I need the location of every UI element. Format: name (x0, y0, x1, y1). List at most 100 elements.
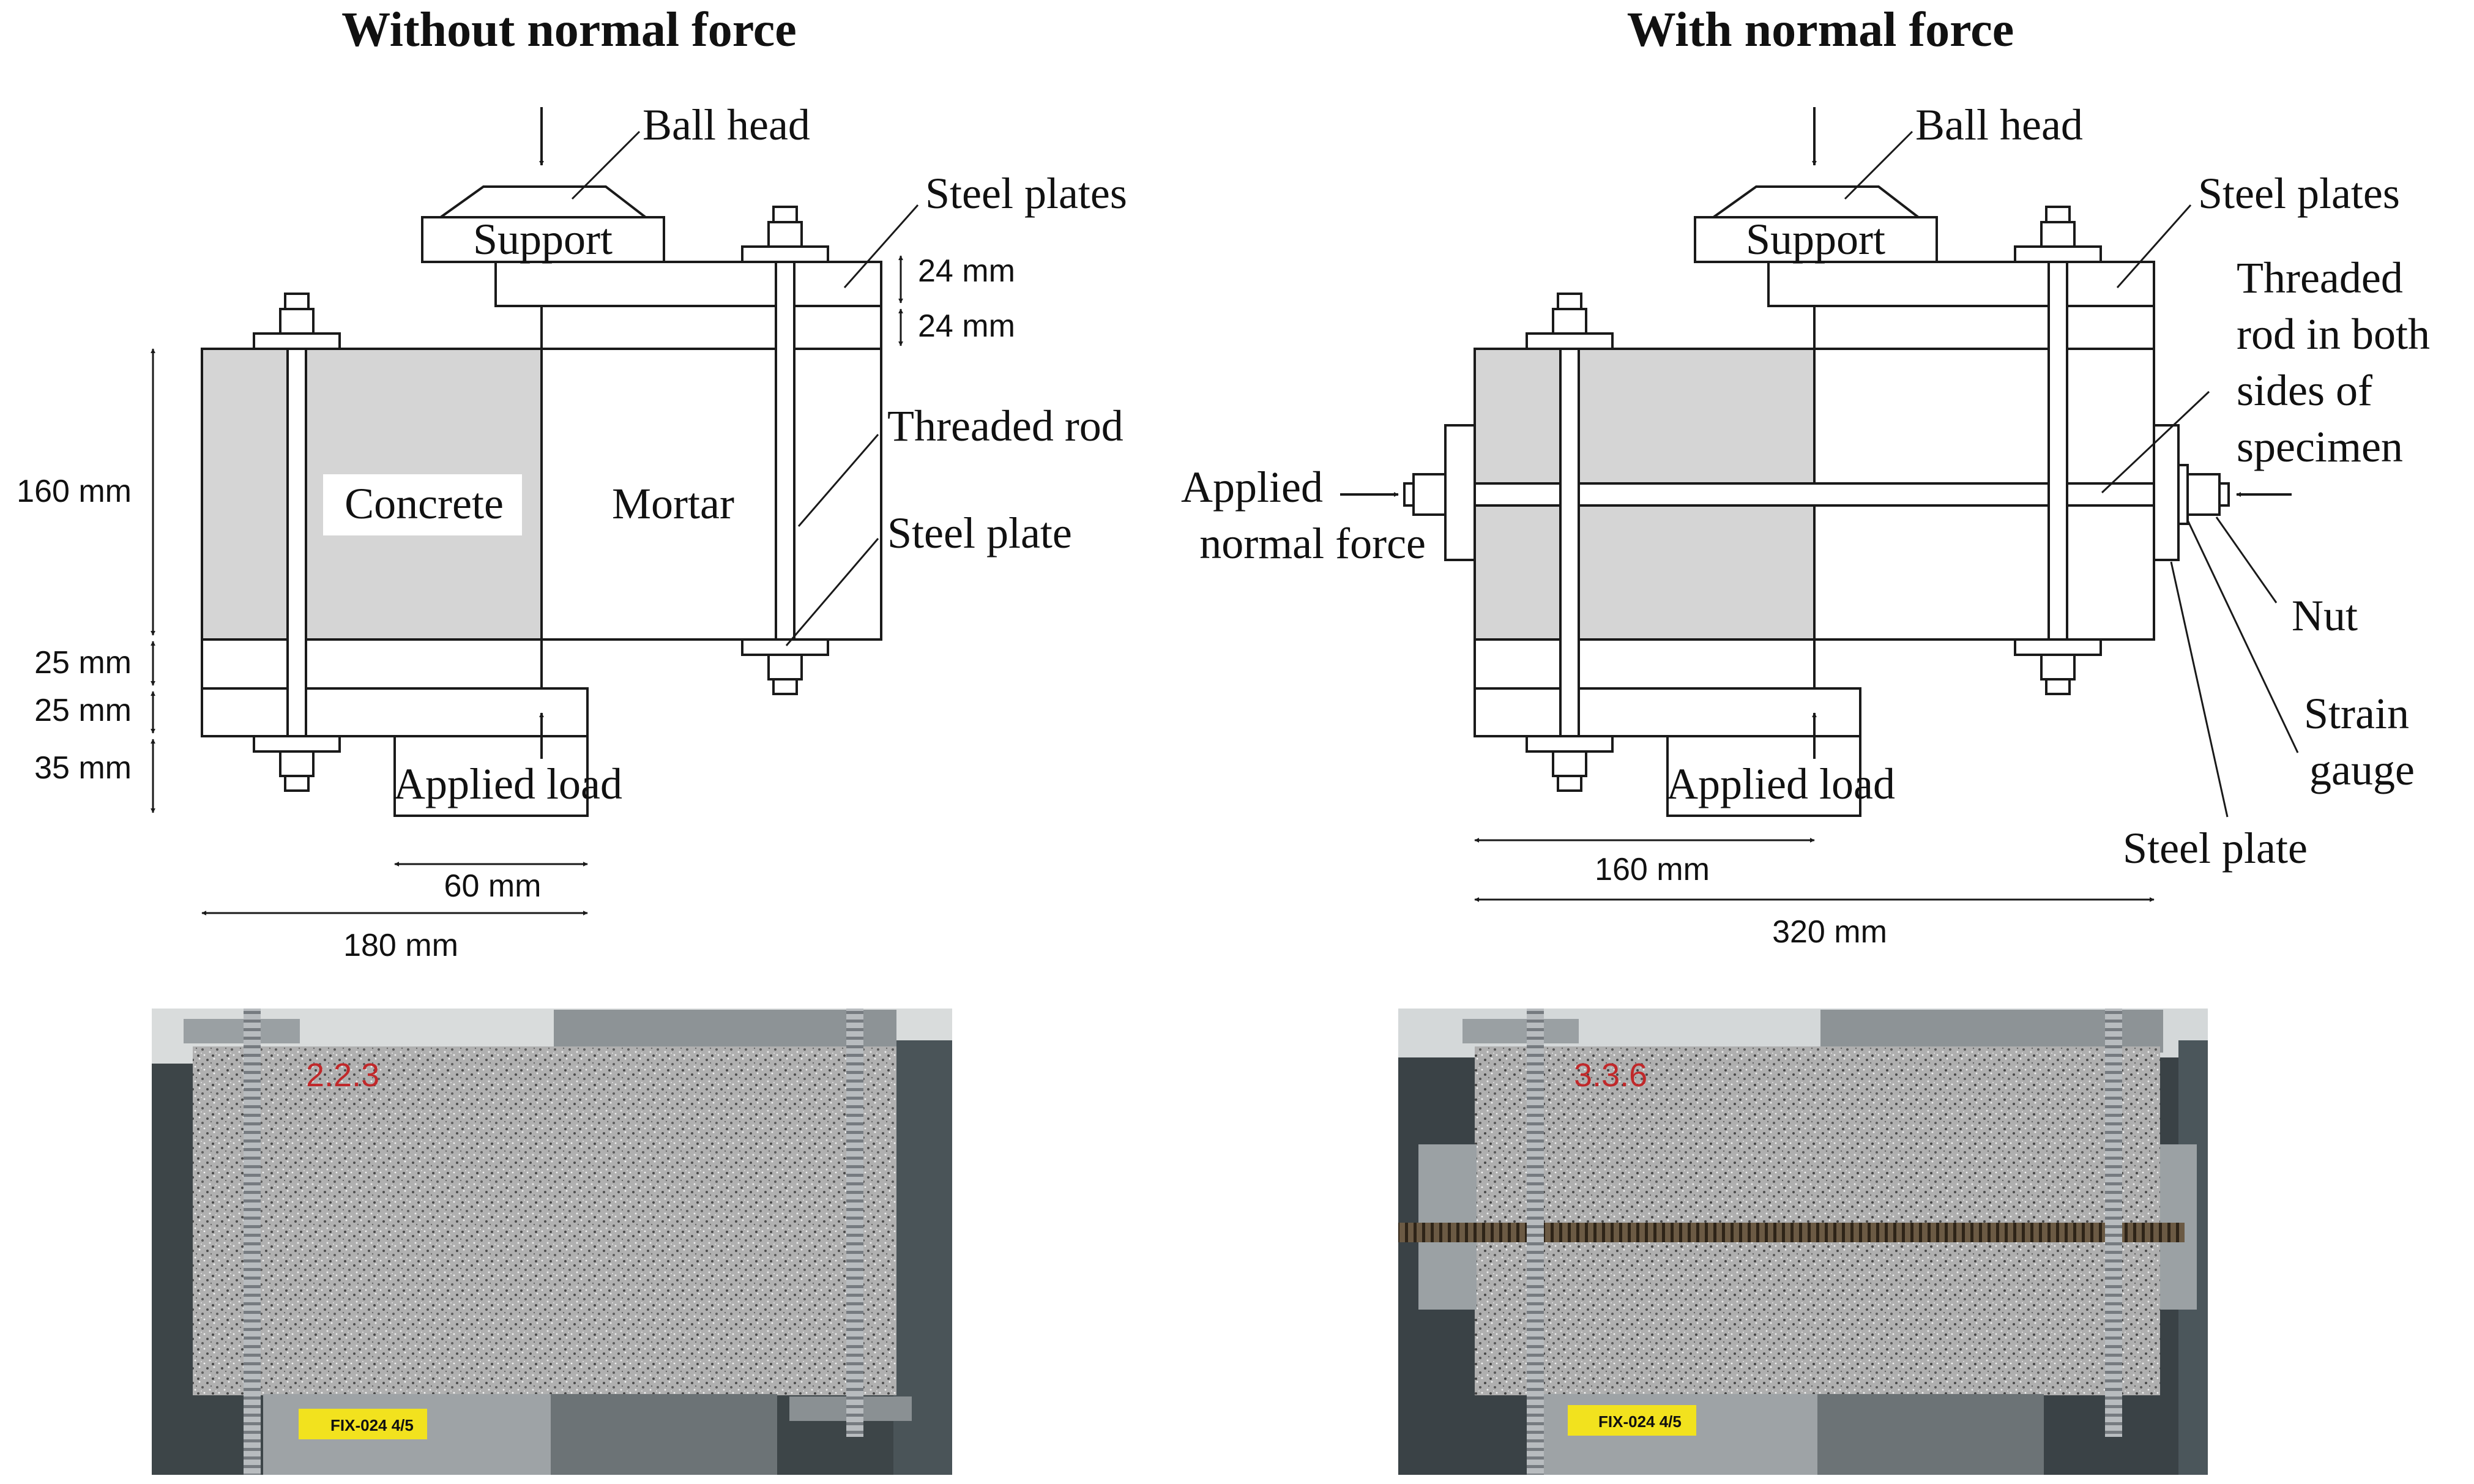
photo-top-plate (554, 1010, 896, 1053)
nut (2186, 473, 2221, 516)
dim-label-180mm: 180 mm (343, 928, 458, 963)
top-steel-plate-upper (494, 261, 882, 307)
label-steel-plates: Steel plates (2198, 169, 2400, 218)
nut-left-top-cap (284, 293, 310, 310)
leader-ball-head (1844, 130, 1913, 200)
side-plate-left (1444, 424, 1476, 561)
photo-rod-right (2105, 1009, 2122, 1437)
panel-with-normal-force: With normal force (1181, 3, 2441, 950)
label-ball-head: Ball head (1915, 100, 2083, 149)
photo-specimen-shade (1475, 1046, 2160, 1395)
dim-label-24mm-b: 24 mm (918, 308, 1015, 344)
label-concrete: Concrete (345, 479, 504, 528)
photo-rod-left (1527, 1009, 1544, 1475)
nut-left-bottom (1552, 750, 1587, 777)
leader-steel-plates (2116, 204, 2192, 288)
photo-specimen-shade (193, 1046, 896, 1395)
concrete-label-bg (323, 474, 522, 535)
threaded-rod-right (775, 237, 795, 662)
washer-right-top (741, 245, 829, 263)
label-steel-plate: Steel plate (2123, 824, 2308, 873)
photo-without-normal-force: FIX-024 4/5 2.2.3 (152, 1009, 952, 1475)
side-plate-right (2153, 424, 2180, 561)
nut-right-bottom-cap (2045, 678, 2071, 695)
threaded-rod-right (2047, 237, 2068, 662)
nut-left-bottom-cap (284, 775, 310, 792)
threaded-rod-left (286, 308, 307, 760)
label-applied-load: Applied load (393, 759, 622, 808)
threaded-rod-horizontal (1437, 482, 2198, 507)
leader-steel-plates (843, 204, 919, 288)
strain-gauge (2177, 464, 2189, 525)
leader-ball-head (571, 130, 641, 200)
dim-label-24mm-a: 24 mm (918, 253, 1015, 289)
washer-right-bottom (741, 638, 829, 656)
label-mortar: Mortar (612, 479, 734, 528)
washer-left-bottom (1526, 735, 1614, 753)
nut-right-top-cap (2045, 206, 2071, 223)
washer-left-top (1526, 332, 1614, 350)
nut-right-bottom (2040, 654, 2076, 680)
ball-head (1709, 185, 1922, 218)
dim-label-25mm-b: 25 mm (34, 693, 132, 728)
bottom-steel-plate-lower (201, 687, 589, 737)
leader-steel-plate (785, 538, 879, 646)
photo-sticker (1568, 1405, 1696, 1436)
photo-normal-rod (1398, 1223, 2185, 1242)
label-line: sides of (2237, 366, 2372, 415)
washer-right-bottom (2014, 638, 2102, 656)
nut-left-bottom (279, 750, 315, 777)
nut-right-bottom (767, 654, 803, 680)
nut-right-top-cap (772, 206, 798, 223)
label-strain-gauge: Strain gauge (2304, 689, 2420, 794)
nut-normal-left (1412, 473, 1447, 516)
photo-load-plate (551, 1394, 777, 1475)
label-support: Support (473, 215, 613, 264)
leader-threaded-rod-both-sides (2101, 390, 2210, 494)
leader-steel-plate (2170, 561, 2229, 818)
photo-left-top-plate (1462, 1019, 1579, 1043)
label-applied-load: Applied load (1666, 759, 1895, 808)
nut-left-top-cap (1557, 293, 1582, 310)
label-steel-plates: Steel plates (925, 169, 1127, 218)
dim-label-160mm: 160 mm (1595, 852, 1710, 887)
panel-title: Without normal force (341, 3, 797, 57)
dim-label-320mm: 320 mm (1772, 914, 1887, 950)
photo-sticker-text: FIX-024 4/5 (1598, 1412, 1682, 1431)
leader-strain-gauge (2186, 520, 2299, 753)
nut-right-bottom-cap (772, 678, 798, 695)
label-line: rod in both (2237, 310, 2430, 359)
photo-sticker (299, 1409, 427, 1439)
top-steel-plate-lower (540, 305, 882, 350)
dim-label-160mm: 160 mm (17, 474, 132, 509)
label-threaded-rod: Threaded rod (887, 401, 1123, 450)
load-plate (393, 735, 589, 817)
label-line: specimen (2237, 422, 2403, 471)
load-plate (1666, 735, 1861, 817)
label-line: gauge (2309, 745, 2415, 794)
label-line: Applied (1181, 463, 1323, 512)
photo-specimen (1475, 1046, 2160, 1395)
bottom-steel-plate-upper (201, 638, 543, 690)
nut-left-top (279, 308, 315, 335)
washer-left-bottom (253, 735, 341, 753)
washer-right-top (2014, 245, 2102, 263)
ball-head (436, 185, 649, 218)
nut-left-bottom-cap (1557, 775, 1582, 792)
nut-left-top (1552, 308, 1587, 335)
label-nut: Nut (2292, 591, 2358, 640)
label-threaded-rod-both-sides: Threaded rod in both sides of specimen (2237, 253, 2441, 471)
bottom-steel-plate-upper (1474, 638, 1816, 690)
label-steel-plate: Steel plate (887, 509, 1072, 557)
photo-sticker-text: FIX-024 4/5 (330, 1416, 414, 1434)
leader-nut (2215, 516, 2278, 603)
photo-with-normal-force: FIX-024 4/5 3.3.6 (1398, 1009, 2208, 1475)
photo-specimen-mark: 3.3.6 (1574, 1057, 1647, 1094)
photo-load-plate (1817, 1394, 2044, 1475)
photo-rod-right (846, 1009, 863, 1437)
label-line: normal force (1199, 519, 1426, 568)
nut-right-top (2040, 221, 2076, 248)
threaded-rod-left (1559, 308, 1580, 760)
top-steel-plate-upper (1767, 261, 2155, 307)
